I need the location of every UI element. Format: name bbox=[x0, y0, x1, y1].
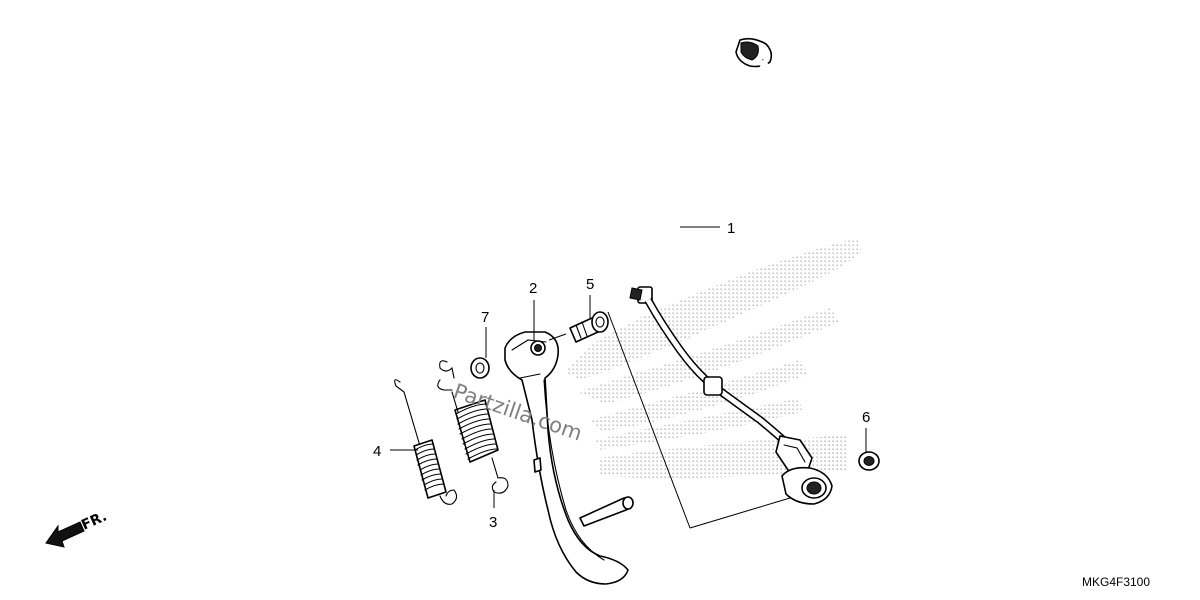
callout-6: 6 bbox=[862, 409, 870, 426]
part-1-side-stand-switch bbox=[629, 37, 833, 505]
leader-lines bbox=[390, 226, 867, 508]
assembly-guide-lines bbox=[548, 311, 791, 529]
callout-7: 7 bbox=[481, 309, 489, 326]
part-7-washer bbox=[470, 357, 490, 379]
callout-1: 1 bbox=[727, 220, 735, 237]
front-direction-arrow-icon bbox=[45, 521, 85, 548]
honda-wing-logo-icon bbox=[565, 238, 862, 478]
callout-3: 3 bbox=[489, 514, 497, 531]
direction-label: FR. bbox=[79, 508, 109, 533]
spring-coils bbox=[455, 403, 498, 460]
callout-4: 4 bbox=[373, 443, 381, 460]
part-6-nut bbox=[858, 451, 880, 471]
callout-2: 2 bbox=[529, 280, 537, 297]
inner-spring-coils bbox=[414, 443, 445, 491]
part-4-spring bbox=[394, 379, 458, 505]
callout-5: 5 bbox=[586, 276, 594, 293]
part-5-bolt bbox=[569, 311, 609, 343]
diagram-code: MKG4F3100 bbox=[1082, 575, 1150, 589]
part-2-side-stand bbox=[504, 331, 634, 585]
part-3-spring bbox=[437, 360, 509, 494]
